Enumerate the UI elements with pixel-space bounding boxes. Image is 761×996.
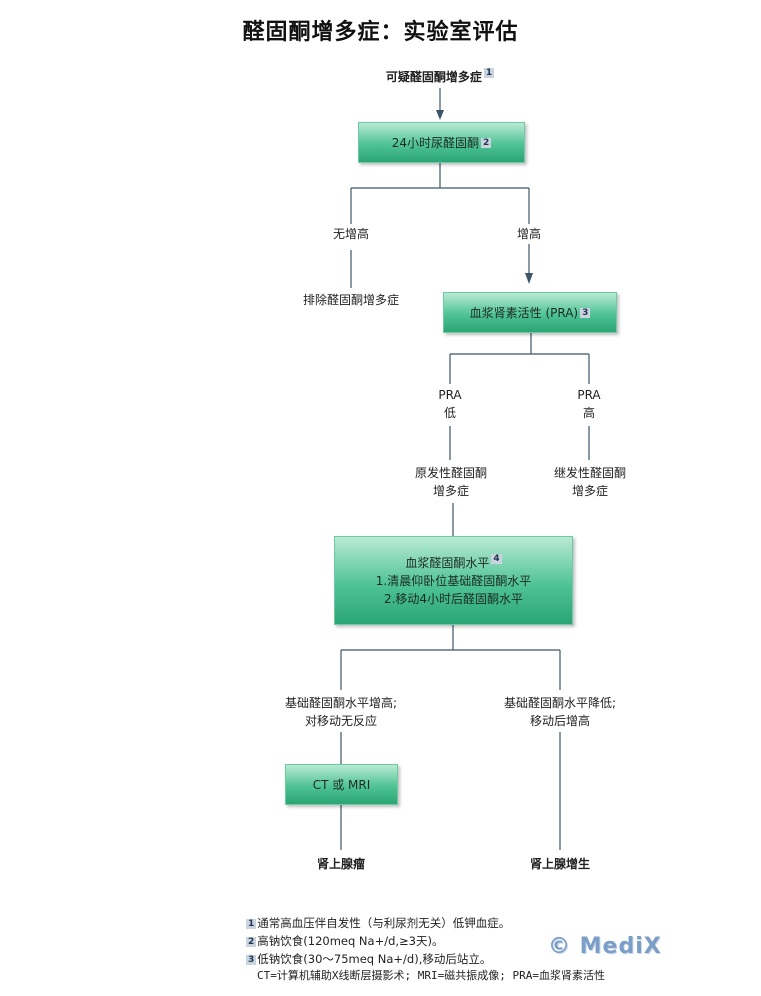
adrenal-adenoma: 肾上腺瘤 (316, 857, 365, 871)
footnote-2-text: 高钠饮食(120meq Na+/d,≥3天)。 (257, 934, 444, 948)
footnote-2-ref: 2 (246, 936, 257, 947)
plasma-item-2: 2.移动4小时后醛固酮水平 (383, 591, 524, 606)
footnote-1-text: 通常高血压伴自发性（与利尿剂无关）低钾血症。 (257, 916, 511, 930)
basal-high-line2: 对移动无反应 (304, 714, 377, 728)
primary-hyperaldosteronism: 原发性醛固酮 增多症 (391, 464, 511, 500)
medix-watermark: © MediX (548, 934, 662, 959)
secondary-line1: 继发性醛固酮 (553, 466, 626, 480)
branch-no-increase: 无增高 (332, 227, 369, 241)
footnote-ref-3: 3 (580, 307, 591, 318)
pra-high-line2: 高 (582, 406, 595, 420)
basal-low: 基础醛固酮水平降低; 移动后增高 (480, 694, 640, 730)
basal-low-line2: 移动后增高 (529, 714, 590, 728)
pra-low: PRA 低 (410, 386, 490, 422)
footnote-3-text: 低钠饮食(30～75meq Na+/d),移动后站立。 (257, 952, 492, 966)
ct-mri-box: CT 或 MRI (285, 764, 398, 805)
secondary-line2: 增多症 (571, 484, 608, 498)
pra-low-line2: 低 (443, 406, 456, 420)
footnote-abbreviations: CT=计算机辅助X线断层摄影术; MRI=磁共振成像; PRA=血浆肾素活性 (257, 967, 605, 985)
branch-increase: 增高 (516, 227, 541, 241)
pra-high-line1: PRA (577, 388, 601, 402)
basal-high: 基础醛固酮水平增高; 对移动无反应 (261, 694, 421, 730)
page-title: 醛固酮增多症：实验室评估 (242, 19, 519, 45)
plasma-aldosterone-label: 血浆醛固酮水平 (405, 555, 490, 570)
primary-line2: 增多症 (432, 484, 469, 498)
primary-line1: 原发性醛固酮 (414, 466, 487, 480)
exclude-hyperaldosteronism: 排除醛固酮增多症 (302, 293, 399, 307)
start-node-label: 可疑醛固酮增多症 (385, 70, 482, 84)
footnote-ref-1: 1 (483, 68, 495, 78)
footnote-1-ref: 1 (246, 918, 257, 929)
ct-mri-label: CT 或 MRI (312, 778, 371, 792)
footnote-3-ref: 3 (246, 954, 257, 965)
urine-aldosterone-label: 24小时尿醛固酮 (391, 136, 479, 150)
footnote-ref-4: 4 (491, 553, 502, 564)
footnote-abbreviations-text: CT=计算机辅助X线断层摄影术; MRI=磁共振成像; PRA=血浆肾素活性 (257, 969, 605, 982)
adrenal-hyperplasia: 肾上腺增生 (529, 857, 590, 871)
plasma-item-1: 1.清晨仰卧位基础醛固酮水平 (375, 573, 532, 588)
basal-high-line1: 基础醛固酮水平增高; (284, 696, 398, 710)
pra-box: 血浆肾素活性 (PRA)3 (443, 292, 617, 333)
pra-box-label: 血浆肾素活性 (PRA) (469, 306, 579, 320)
secondary-hyperaldosteronism: 继发性醛固酮 增多症 (530, 464, 650, 500)
pra-low-line1: PRA (438, 388, 462, 402)
footnote-ref-2: 2 (481, 137, 492, 148)
pra-high: PRA 高 (549, 386, 629, 422)
basal-low-line1: 基础醛固酮水平降低; (503, 696, 617, 710)
